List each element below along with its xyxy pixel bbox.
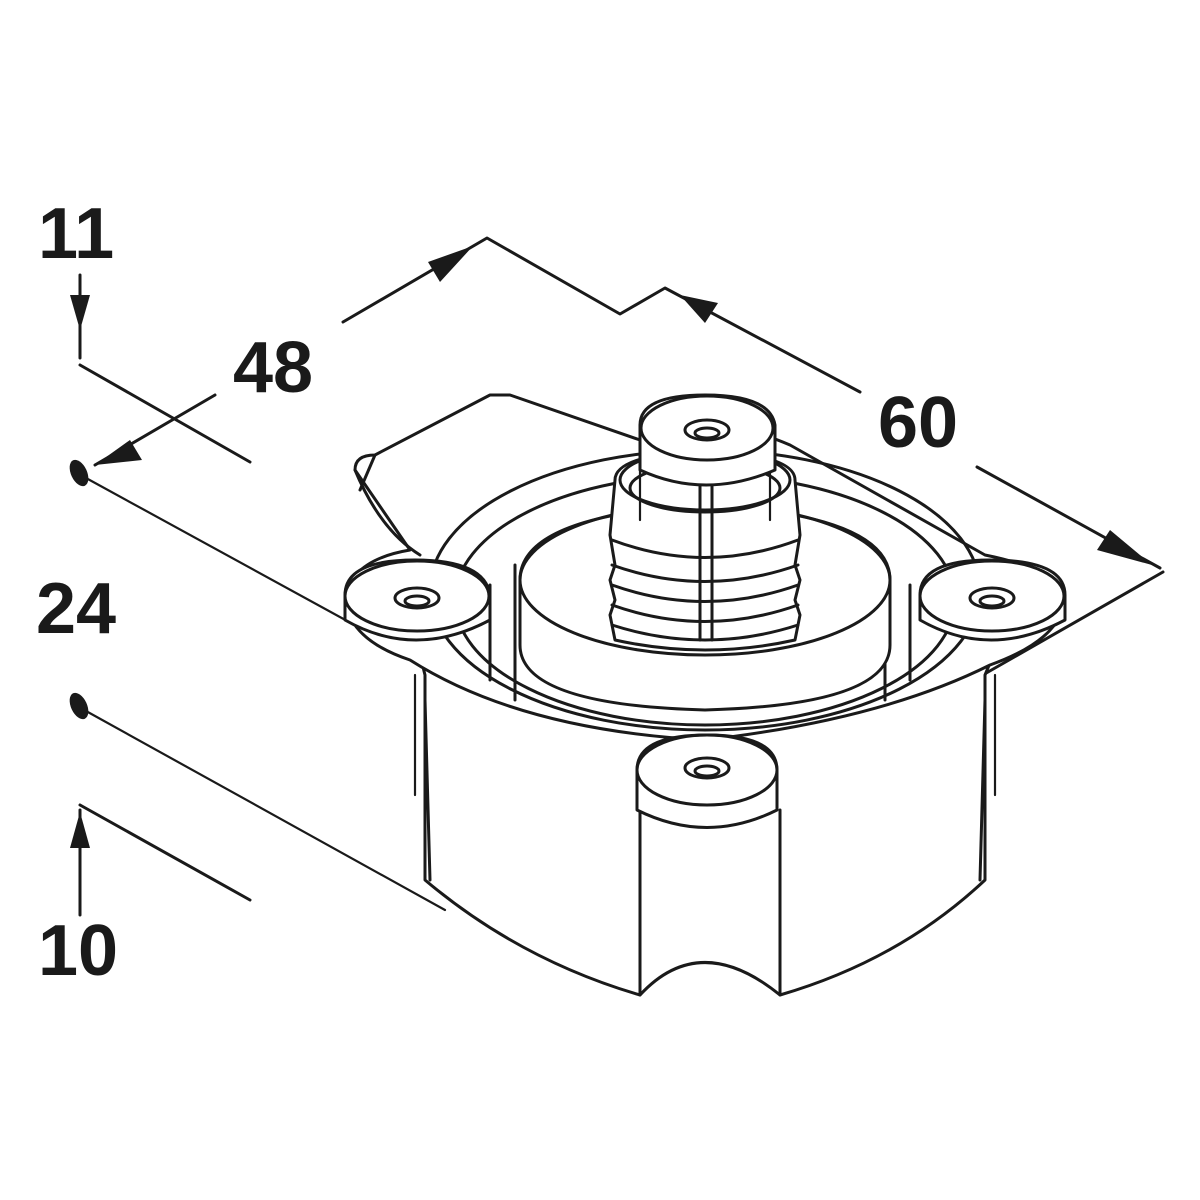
dimension-label-10: 10 <box>38 911 118 991</box>
dimension-label-24: 24 <box>36 569 116 649</box>
dimension-label-48: 48 <box>233 328 313 408</box>
dimension-60-callout <box>958 465 1165 690</box>
dimension-11-callout <box>70 273 252 464</box>
dimension-48-60-extension <box>341 236 862 394</box>
housing-part <box>343 393 1067 997</box>
screw-boss-right <box>918 558 1067 642</box>
screw-boss-left <box>343 558 492 642</box>
screw-boss-front <box>635 733 779 829</box>
dimension-10-callout <box>70 803 252 917</box>
dimension-24-leader <box>69 459 447 912</box>
dimension-label-11: 11 <box>38 194 114 274</box>
dimension-label-60: 60 <box>878 383 958 463</box>
screw-boss-back <box>638 393 777 487</box>
dimension-48-callout <box>93 393 217 467</box>
